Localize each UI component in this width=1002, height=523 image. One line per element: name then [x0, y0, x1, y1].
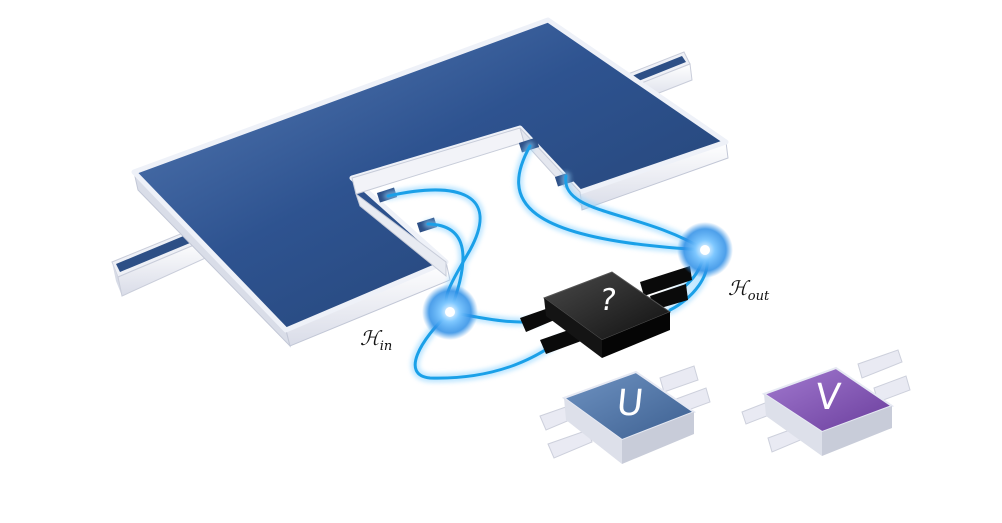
- node-in: [422, 284, 478, 340]
- h-out-subscript: out: [747, 289, 770, 304]
- v-chip-glyph: V: [813, 377, 843, 418]
- v-chip: [741, 349, 911, 456]
- left-rail: [111, 225, 211, 297]
- node-out: [677, 222, 733, 278]
- unknown-chip-glyph: ?: [597, 283, 619, 318]
- u-chip: [539, 365, 711, 464]
- h-in-subscript: in: [379, 339, 393, 354]
- u-chip-glyph: U: [614, 383, 646, 424]
- h-out-symbol: ℋ: [728, 276, 748, 300]
- h-in-symbol: ℋ: [360, 326, 380, 350]
- unknown-chip: [520, 266, 692, 358]
- h-out-label: ℋout: [728, 276, 769, 304]
- h-in-label: ℋin: [360, 326, 392, 354]
